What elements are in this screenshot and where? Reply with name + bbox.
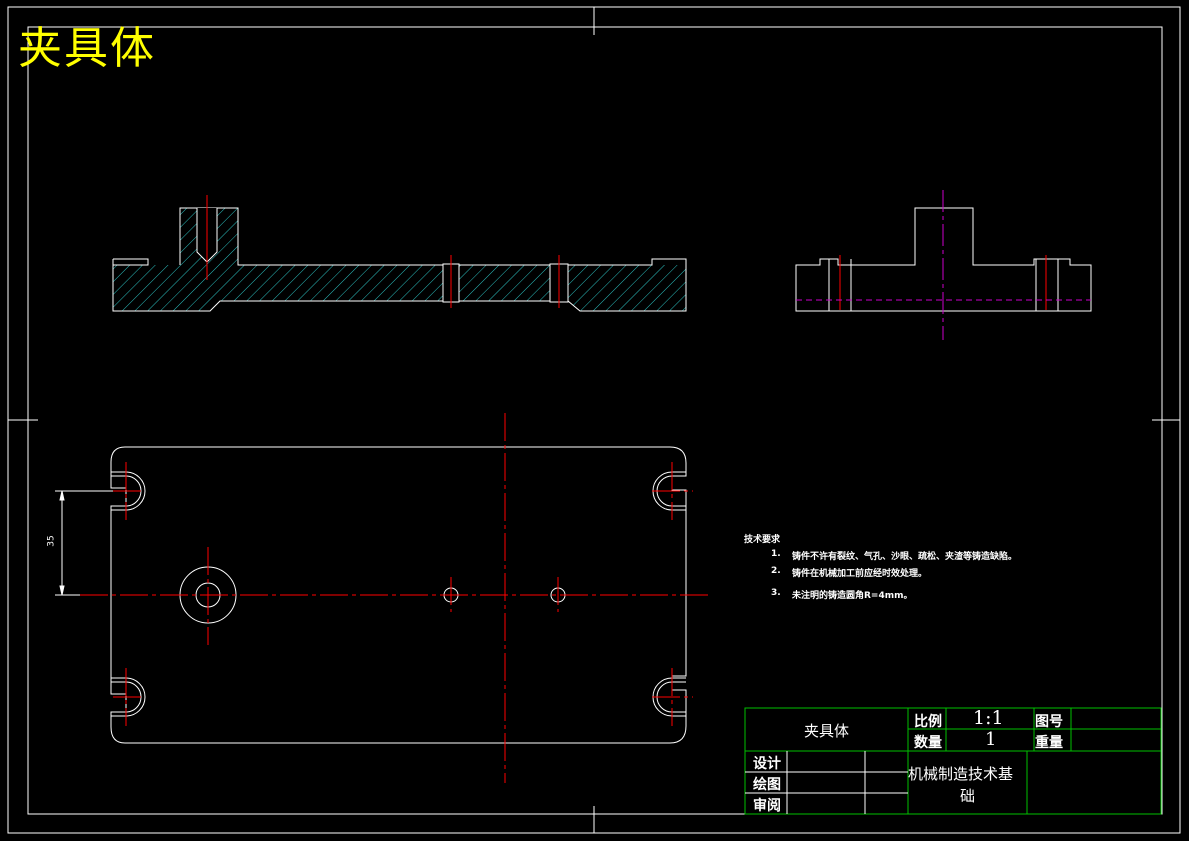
tb-quantity-label: 数量	[914, 735, 942, 751]
tb-quantity-value: 1	[985, 729, 997, 750]
tb-review-label: 审阅	[753, 798, 781, 814]
tb-course-line2: 础	[960, 787, 976, 805]
tb-drawing-no-label: 图号	[1035, 714, 1063, 730]
dimension-lines	[55, 490, 113, 596]
tb-design-label: 设计	[753, 756, 781, 772]
side-view	[795, 190, 1092, 340]
tb-scale-value: 1:1	[973, 707, 1004, 729]
sheet-border	[7, 6, 1181, 834]
drawing-title: 夹具体	[18, 23, 156, 74]
top-view	[55, 413, 708, 783]
front-section-hatch	[113, 208, 686, 311]
tech-item-2-text: 铸件在机械加工前应经时效处理。	[792, 569, 928, 579]
tech-item-2-num: 2.	[771, 566, 781, 576]
tb-weight-label: 重量	[1035, 735, 1063, 751]
tech-item-1-text: 铸件不许有裂纹、气孔、沙眼、疏松、夹渣等铸造缺陷。	[792, 552, 1018, 562]
dimension-text: 35	[46, 535, 57, 547]
tech-heading: 技术要求	[744, 535, 781, 545]
title-block-grid	[744, 707, 1162, 815]
front-section-view	[112, 195, 687, 312]
tech-item-3-text: 未注明的铸造圆角R=4mm。	[792, 591, 913, 601]
tb-scale-label: 比例	[914, 714, 942, 730]
tech-item-1-num: 1.	[771, 549, 781, 559]
tb-draw-label: 绘图	[753, 777, 781, 793]
top-centerlines	[80, 413, 708, 783]
front-section-outline	[112, 207, 687, 312]
tb-part-name: 夹具体	[804, 722, 850, 740]
tb-course-line1: 机械制造技术基	[908, 765, 1014, 783]
tech-item-3-num: 3.	[771, 588, 781, 598]
